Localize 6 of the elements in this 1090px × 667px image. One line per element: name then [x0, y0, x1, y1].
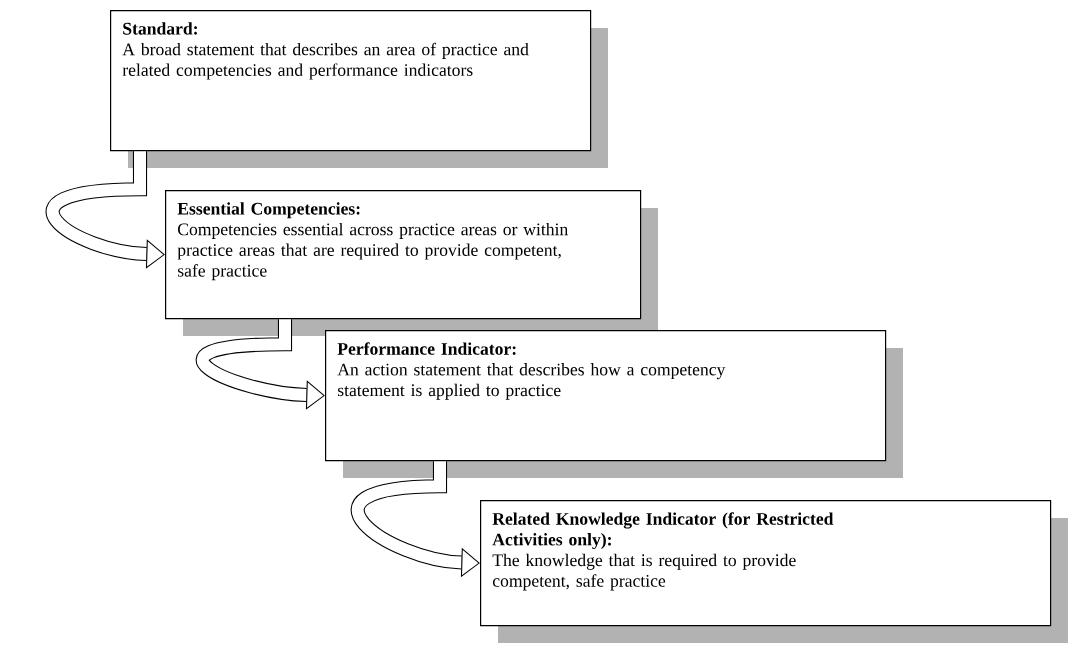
text-box: Essential Competencies: Competencies essential across practice areas or within practice areas that are required to provide competent, safe practice: [165, 190, 658, 336]
text-box: Performance Indicator: An action statement that describes how a competency statement is applied to practice: [325, 330, 903, 478]
curved-arrow: [45, 151, 165, 269]
text-box: Related Knowledge Indicator (for Restricted Activities only): The knowledge that is required to provide competent, safe practice: [480, 500, 1068, 643]
text-box: Standard: A broad statement that describes an area of practice and related competencies and performance indicators: [110, 10, 608, 168]
curved-arrow: [196, 319, 325, 410]
